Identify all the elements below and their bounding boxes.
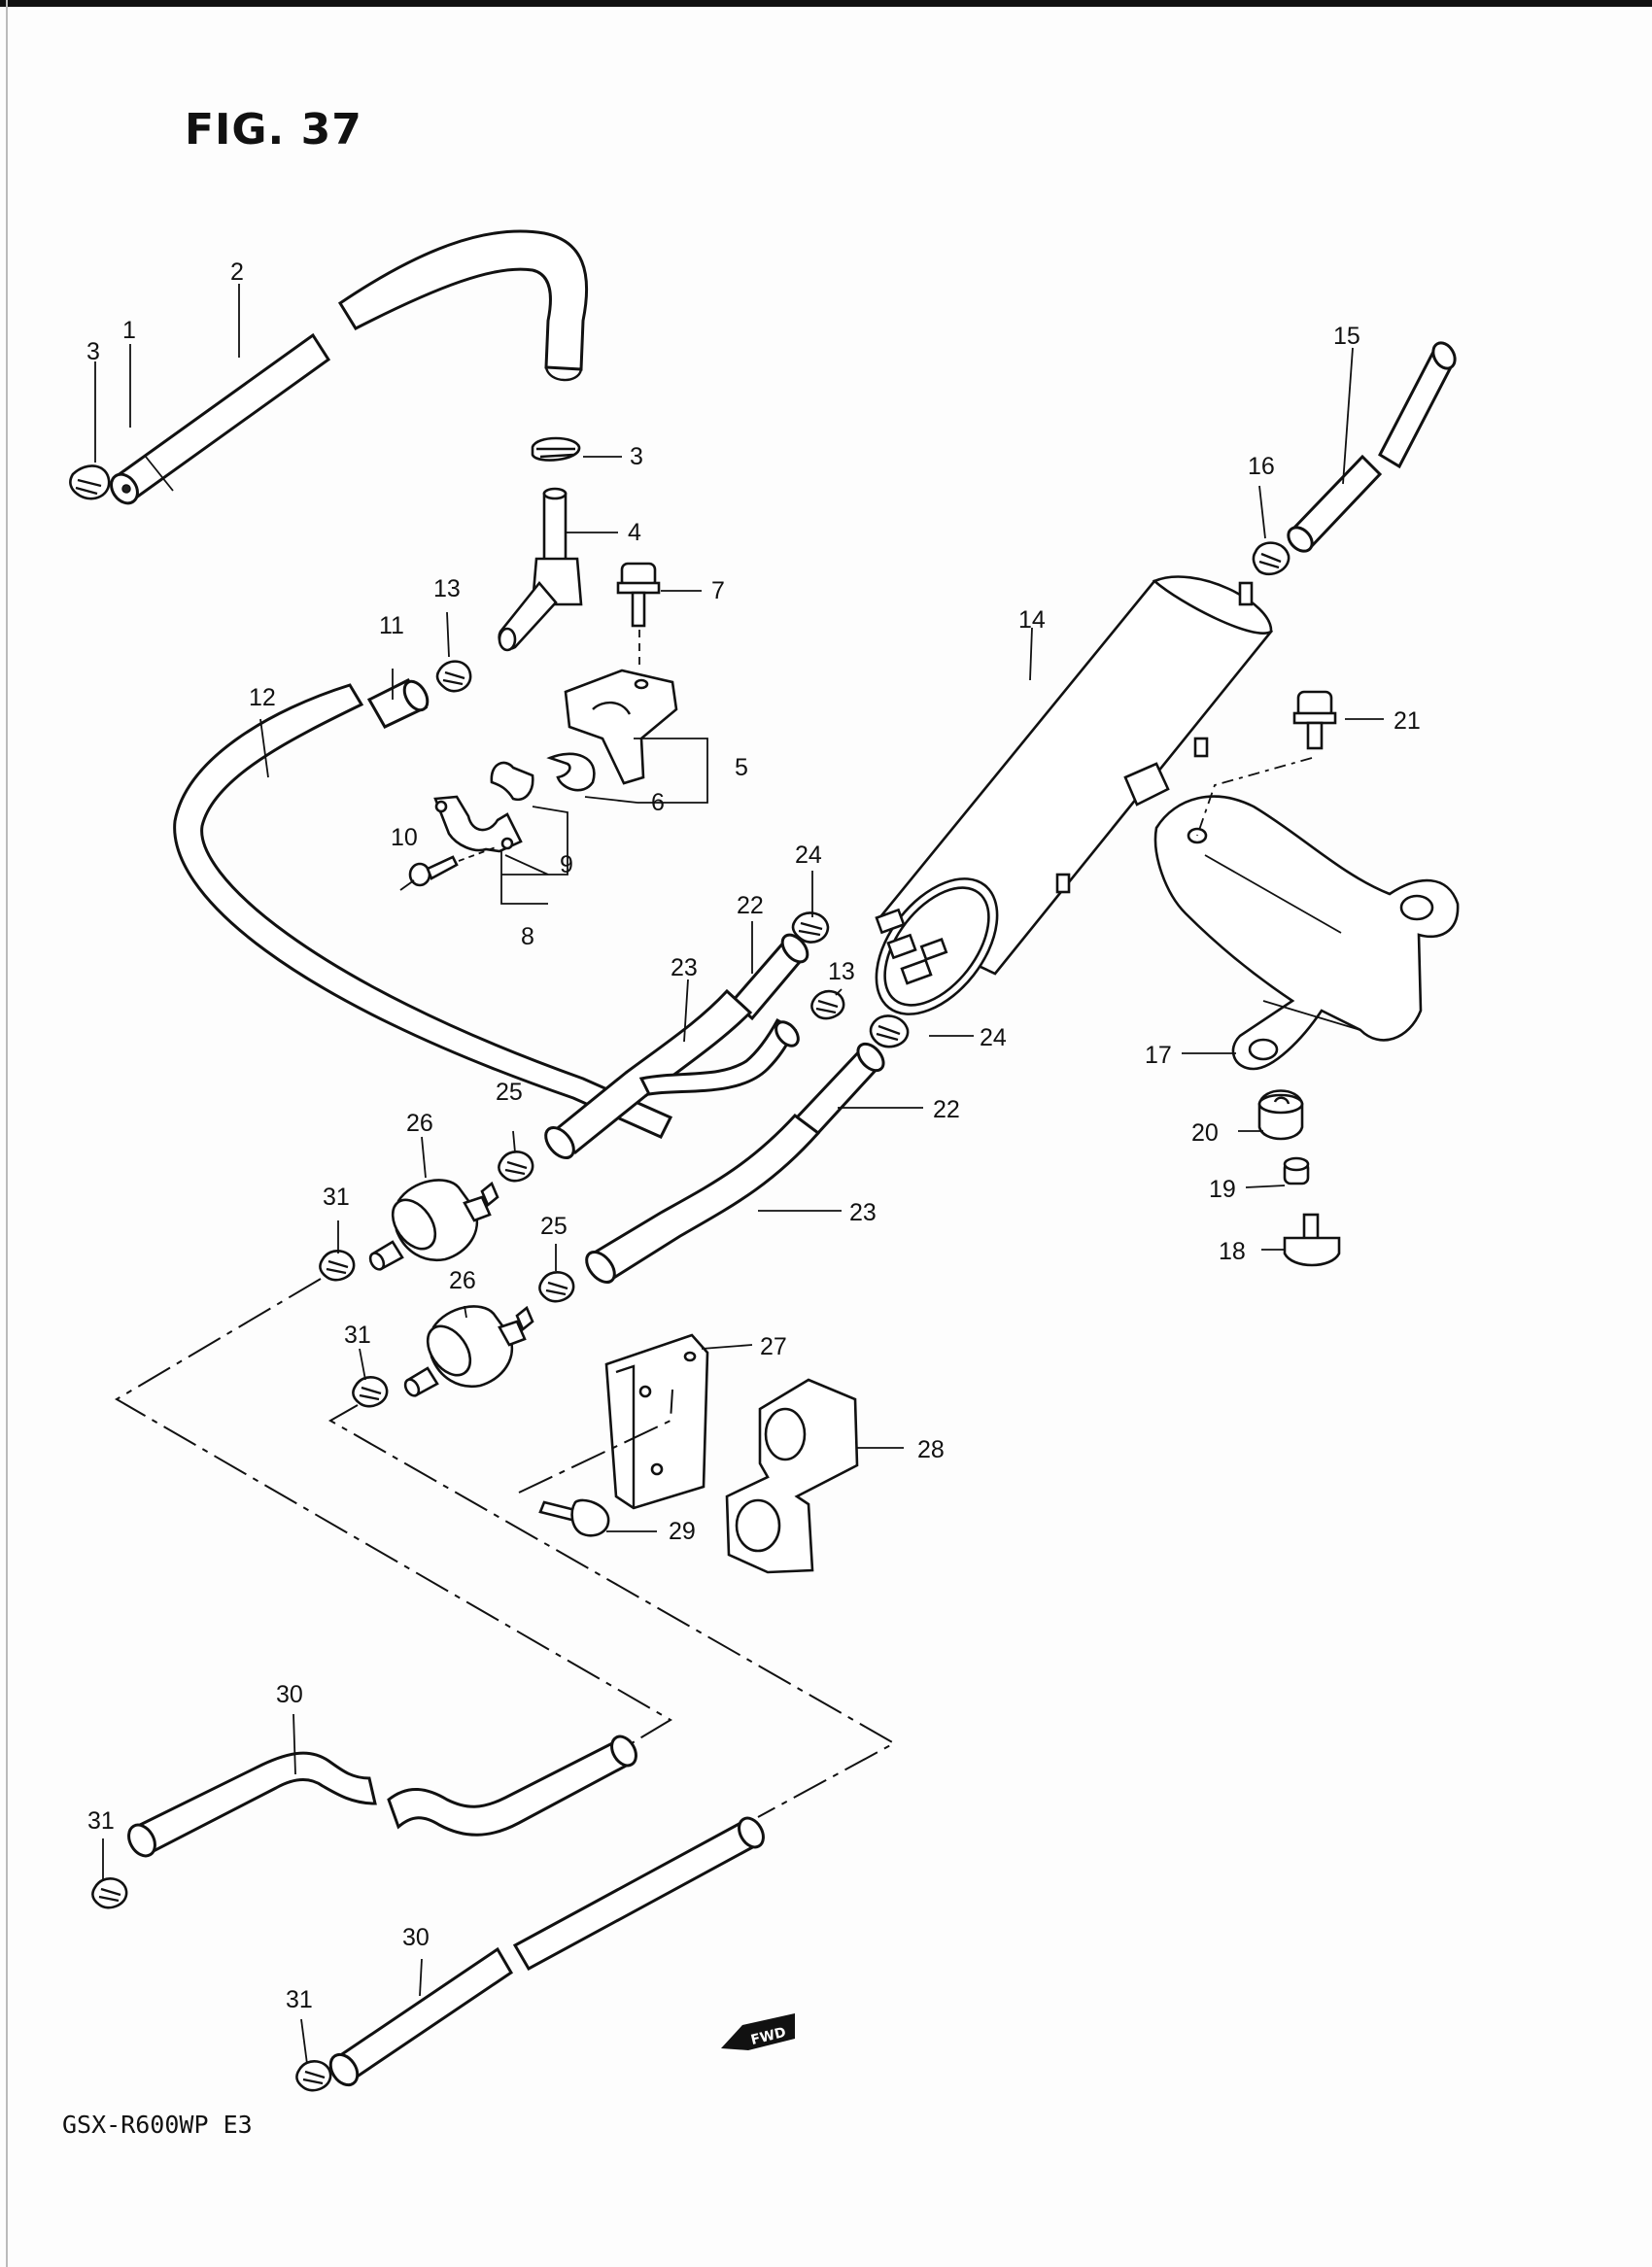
screw-10 — [408, 846, 497, 887]
callout-17: 17 — [1145, 1042, 1172, 1069]
callout-30: 30 — [276, 1681, 303, 1708]
hose-30-lower — [328, 1816, 765, 2087]
filter-26-upper — [368, 1179, 499, 1271]
callout-15: 15 — [1333, 323, 1360, 350]
left-border — [6, 0, 8, 2267]
clamp-31-a — [319, 1250, 356, 1282]
bolt-7 — [616, 562, 661, 670]
callout-12: 12 — [249, 684, 276, 711]
clamp-3-top — [531, 436, 581, 462]
bolt-29 — [518, 1389, 673, 1537]
callout-3: 3 — [86, 338, 100, 365]
callout-27: 27 — [760, 1333, 787, 1360]
holder-28 — [725, 1378, 859, 1574]
callout-31: 31 — [323, 1184, 350, 1211]
bracket-5 — [564, 669, 678, 785]
routing-line-right — [327, 1404, 897, 1818]
callout-22: 22 — [933, 1096, 960, 1123]
fitting-4 — [498, 487, 583, 652]
callout-2: 2 — [230, 258, 244, 286]
hose-15 — [1287, 341, 1457, 553]
callout-31: 31 — [87, 1807, 115, 1835]
callout-labels: 1 2 3 3 4 5 6 7 8 9 10 11 12 13 13 14 15… — [86, 258, 1421, 2013]
callout-7: 7 — [711, 577, 725, 604]
routing-line-left — [115, 1278, 672, 1750]
bracket-17 — [1153, 795, 1460, 1071]
callout-23: 23 — [849, 1199, 877, 1226]
callout-13: 13 — [433, 575, 461, 602]
hose-12 — [173, 683, 673, 1139]
callout-11: 11 — [379, 612, 404, 639]
leader-lines — [94, 284, 1384, 2065]
hose-22-upper — [730, 933, 809, 1021]
callout-25: 25 — [496, 1079, 523, 1106]
hose-11 — [366, 678, 430, 729]
clamp-25-upper — [498, 1151, 534, 1183]
callout-13: 13 — [828, 958, 855, 985]
hose-30-upper — [127, 1735, 637, 1858]
clamp-31-d — [295, 2060, 332, 2092]
callout-5: 5 — [735, 754, 748, 781]
callout-16: 16 — [1248, 453, 1275, 480]
callout-30: 30 — [402, 1924, 430, 1951]
clamp-25-lower — [538, 1271, 575, 1303]
callout-20: 20 — [1191, 1119, 1219, 1147]
clamp-8 — [433, 795, 523, 853]
clamp-31-c — [91, 1877, 128, 1909]
callout-3: 3 — [630, 443, 643, 470]
bolt-18 — [1283, 1213, 1341, 1267]
callout-4: 4 — [628, 519, 641, 546]
callout-21: 21 — [1394, 707, 1421, 735]
callout-1: 1 — [122, 317, 136, 344]
callout-8: 8 — [521, 923, 534, 950]
callout-18: 18 — [1219, 1238, 1246, 1265]
clamp-3-left — [69, 464, 111, 500]
callout-14: 14 — [1018, 606, 1046, 634]
callout-28: 28 — [917, 1436, 945, 1463]
callout-24: 24 — [980, 1024, 1007, 1051]
grommet-20 — [1257, 1089, 1304, 1141]
top-border — [0, 0, 1652, 7]
callout-24: 24 — [795, 842, 822, 869]
filter-26-lower — [403, 1305, 534, 1397]
bolt-21 — [1196, 690, 1337, 837]
callout-19: 19 — [1209, 1176, 1236, 1203]
clamp-16 — [1252, 541, 1291, 576]
callout-25: 25 — [540, 1213, 568, 1240]
clamp-13-upper — [435, 660, 472, 693]
callout-6: 6 — [651, 789, 665, 816]
callout-29: 29 — [669, 1518, 696, 1545]
clamp-13-lower — [810, 989, 845, 1020]
clamp-24-lower — [869, 1014, 910, 1048]
callout-23: 23 — [671, 954, 698, 981]
canister-14 — [875, 575, 1274, 1015]
callout-31: 31 — [344, 1322, 371, 1349]
callout-22: 22 — [737, 892, 764, 919]
callout-10: 10 — [391, 824, 418, 851]
hose-23-lower — [585, 1113, 821, 1284]
hose-2 — [110, 229, 589, 505]
clamp-31-b — [352, 1376, 389, 1408]
model-code: GSX-R600WP E3 — [62, 2111, 253, 2139]
callout-26: 26 — [406, 1110, 433, 1137]
callout-26: 26 — [449, 1267, 476, 1294]
collar-19 — [1283, 1156, 1310, 1185]
callout-9: 9 — [560, 851, 573, 878]
cushion-6 — [546, 752, 596, 792]
callout-31: 31 — [286, 1986, 313, 2013]
hose-22-lower — [794, 1042, 885, 1138]
figure-title: FIG. 37 — [185, 105, 362, 155]
hose-23-upper — [544, 988, 800, 1159]
clamp-24-upper — [791, 911, 830, 944]
cushion-9 — [490, 761, 534, 802]
fwd-arrow-icon: FWD — [721, 2013, 795, 2050]
plate-27 — [604, 1333, 709, 1510]
